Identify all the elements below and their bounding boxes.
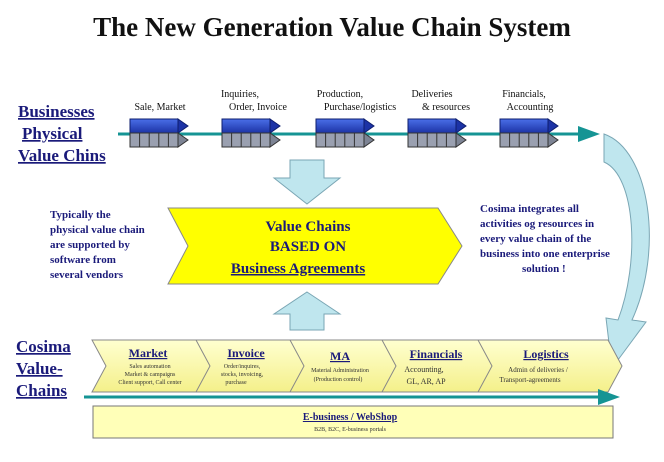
return-curve-arrow bbox=[603, 133, 650, 370]
step-label-inquiries-1: Inquiries, bbox=[221, 89, 259, 100]
chain-detail: Market & campaigns bbox=[125, 372, 176, 378]
process-block bbox=[129, 118, 189, 148]
process-block bbox=[315, 118, 375, 148]
chain-chevron bbox=[477, 339, 623, 393]
chain-detail: Material Administration bbox=[311, 368, 369, 374]
step-label-production-1: Production, bbox=[317, 89, 363, 100]
step-label-deliveries-2: & resources bbox=[422, 102, 470, 113]
ebusiness-title: E-business / WebShop bbox=[303, 412, 398, 423]
ebusiness-subtitle: B2B, B2C, E-business portals bbox=[314, 427, 387, 433]
right-note-line-1: Cosima integrates all bbox=[480, 203, 579, 215]
chain-title-invoice: Invoice bbox=[227, 346, 265, 360]
cosima-chain-financials: Financials Accounting, GL, AR, AP bbox=[404, 347, 462, 386]
physical-chain-arrowhead bbox=[578, 126, 600, 142]
left-note-line-5: several vendors bbox=[50, 269, 124, 281]
step-label-production-2: Purchase/logistics bbox=[324, 102, 396, 113]
process-step-labels: Sale, Market Inquiries, Order, Invoice P… bbox=[134, 89, 553, 113]
chain-detail: Accounting, bbox=[404, 365, 443, 374]
chain-title-logistics: Logistics bbox=[523, 347, 569, 361]
physical-label-line-1: Businesses bbox=[18, 102, 95, 121]
chain-detail: Admin of deliveries / bbox=[508, 366, 568, 374]
cosima-chain-logistics: Logistics Admin of deliveries / Transpor… bbox=[499, 347, 569, 384]
chain-title-financials: Financials bbox=[410, 347, 463, 361]
process-blocks bbox=[129, 118, 559, 148]
left-note-line-4: software from bbox=[50, 254, 116, 266]
chain-detail: Order/inquires, bbox=[224, 364, 261, 370]
ebusiness-box bbox=[92, 405, 614, 439]
center-arrow-line-2: BASED ON bbox=[270, 239, 346, 255]
cosima-chain-ma: MA Material Administration (Production c… bbox=[311, 349, 369, 383]
cosima-chain-market: Market Sales automation Market & campaig… bbox=[118, 346, 181, 386]
step-label-sale-market: Sale, Market bbox=[134, 102, 185, 113]
process-block bbox=[407, 118, 467, 148]
chain-detail: (Production control) bbox=[314, 376, 363, 383]
process-block bbox=[221, 118, 281, 148]
cosima-label-line-2: Value- bbox=[16, 359, 63, 378]
left-note-line-1: Typically the bbox=[50, 209, 111, 221]
cosima-chain-arrowhead bbox=[598, 389, 620, 405]
chain-detail: Transport-agreements bbox=[499, 376, 560, 384]
down-arrow bbox=[272, 159, 342, 205]
center-arrow-line-1: Value Chains bbox=[266, 219, 351, 235]
cosima-label-line-1: Cosima bbox=[16, 337, 71, 356]
up-arrow bbox=[272, 291, 342, 331]
right-note-line-2: activities og resources in bbox=[480, 218, 594, 230]
value-chains-arrow bbox=[167, 207, 463, 285]
center-arrow-line-3: Business Agreements bbox=[231, 261, 365, 277]
chain-detail: GL, AR, AP bbox=[406, 377, 446, 386]
left-note-line-3: are supported by bbox=[50, 239, 130, 251]
cosima-chain-invoice: Invoice Order/inquires, stocks, invoicin… bbox=[221, 346, 265, 386]
step-label-financials-1: Financials, bbox=[502, 89, 546, 100]
right-note-line-3: every value chain of the bbox=[480, 233, 591, 245]
physical-label-line-2: Physical bbox=[22, 124, 83, 143]
chain-detail: stocks, invoicing, bbox=[221, 372, 264, 378]
right-note-line-4: business into one enterprise bbox=[480, 248, 610, 260]
physical-label-line-3: Value Chins bbox=[18, 146, 106, 165]
chain-title-ma: MA bbox=[330, 349, 350, 363]
chain-detail: Client support, Call center bbox=[118, 380, 181, 386]
cosima-chevron-band bbox=[91, 339, 623, 393]
chain-detail: purchase bbox=[225, 380, 247, 386]
diagram-title: The New Generation Value Chain System bbox=[93, 12, 571, 42]
right-note-line-5: solution ! bbox=[522, 263, 566, 275]
left-note-line-2: physical value chain bbox=[50, 224, 145, 236]
process-block bbox=[499, 118, 559, 148]
chain-title-market: Market bbox=[129, 346, 168, 360]
chain-detail: Sales automation bbox=[129, 364, 170, 370]
step-label-deliveries-1: Deliveries bbox=[411, 89, 452, 100]
step-label-inquiries-2: Order, Invoice bbox=[229, 102, 287, 113]
step-label-financials-2: Accounting bbox=[507, 102, 554, 113]
cosima-label-line-3: Chains bbox=[16, 381, 67, 400]
